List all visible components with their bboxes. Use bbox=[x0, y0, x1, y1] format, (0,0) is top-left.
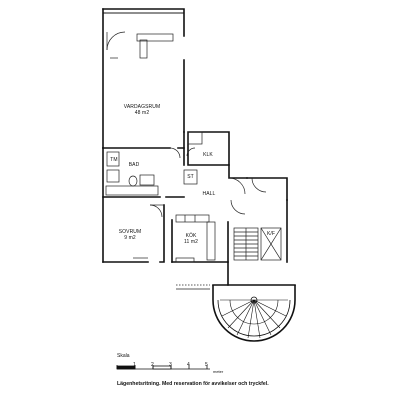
door-swing-bedroom bbox=[149, 204, 163, 218]
door-swing-hall bbox=[228, 177, 246, 195]
bath-toilet bbox=[128, 175, 138, 187]
kitchen-counter bbox=[175, 214, 210, 223]
scale-bar bbox=[116, 365, 210, 370]
wall-klk bbox=[187, 131, 230, 166]
room-area: 48 m2 bbox=[134, 110, 150, 116]
plan-caption: Lägenhetsritning. Med reservation för av… bbox=[117, 381, 269, 387]
room-label-klk: KLK bbox=[198, 152, 218, 158]
scale-tick-1: 1 bbox=[133, 362, 136, 368]
scale-unit: meter bbox=[213, 369, 224, 374]
room-label-hall: HALL bbox=[198, 191, 220, 197]
room-label-kyl: K/F bbox=[263, 231, 279, 237]
room-name: SOVRUM bbox=[118, 229, 142, 235]
room-label-kok: KÖK 11 m2 bbox=[180, 233, 202, 245]
bath-washer bbox=[106, 169, 120, 183]
stairs bbox=[233, 227, 259, 261]
room-label-sovrum: SOVRUM 9 m2 bbox=[114, 229, 146, 241]
scale-title: Skala bbox=[117, 353, 130, 359]
wall-kitchen-bottom bbox=[171, 261, 229, 286]
door-swing-living bbox=[106, 31, 126, 51]
room-name: K/F bbox=[266, 231, 276, 237]
room-name: TM bbox=[110, 157, 118, 163]
bath-tub bbox=[105, 185, 159, 196]
room-area: 9 m2 bbox=[124, 235, 136, 241]
furniture-shelf bbox=[136, 33, 174, 42]
scale-tick-3: 3 bbox=[169, 362, 172, 368]
door-swing-bath bbox=[169, 147, 181, 159]
room-name: VARDAGSRUM bbox=[123, 104, 161, 110]
room-label-tm: TM bbox=[108, 157, 120, 163]
room-name: KÖK bbox=[185, 233, 197, 239]
bath-shower bbox=[106, 151, 120, 167]
room-name: HALL bbox=[202, 191, 216, 197]
wall-hall-right bbox=[228, 164, 248, 179]
shaft bbox=[260, 227, 282, 261]
room-area: 11 m2 bbox=[183, 239, 199, 245]
scale-tick-4: 4 bbox=[187, 362, 190, 368]
st-cupboard bbox=[183, 169, 198, 185]
round-balcony bbox=[212, 285, 296, 342]
room-label-vardagsrum: VARDAGSRUM 48 m2 bbox=[117, 104, 167, 116]
room-name: BAD bbox=[128, 162, 140, 168]
room-label-st: ST bbox=[184, 174, 197, 180]
scale-tick-2: 2 bbox=[151, 362, 154, 368]
wall-stair-top bbox=[246, 177, 288, 201]
klk-closet bbox=[187, 131, 203, 145]
wall-bedroom-right bbox=[159, 204, 165, 263]
room-name: ST bbox=[187, 174, 194, 180]
scale-tick-5: 5 bbox=[205, 362, 208, 368]
room-label-bad: BAD bbox=[124, 162, 144, 168]
room-name: KLK bbox=[203, 152, 213, 158]
